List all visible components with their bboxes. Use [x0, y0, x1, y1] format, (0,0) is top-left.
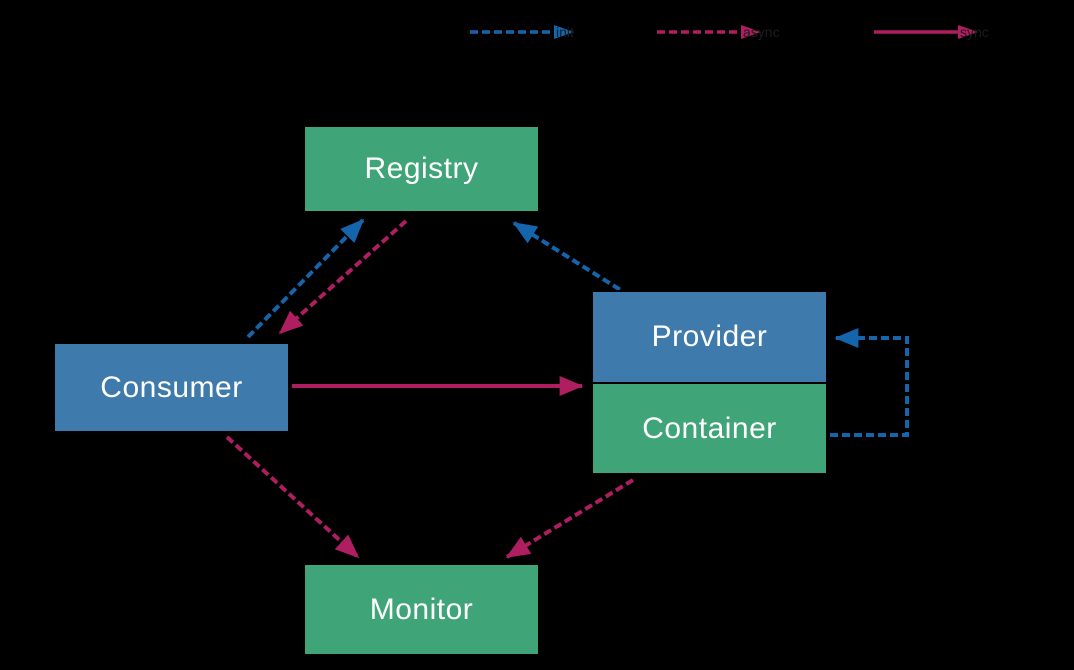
node-container-label: Container: [642, 411, 777, 445]
node-monitor: Monitor: [303, 563, 540, 656]
edge-provider-to-registry: [512, 221, 632, 298]
edge-consumer-to-monitor: [225, 435, 360, 559]
node-container: Container: [591, 382, 828, 475]
legend-label-init: init: [556, 24, 574, 40]
node-registry: Registry: [303, 125, 540, 213]
legend-item-init: init: [468, 22, 608, 42]
node-consumer-label: Consumer: [100, 370, 243, 404]
node-provider-label: Provider: [651, 320, 768, 353]
legend: init async sync: [0, 0, 1074, 60]
legend-label-sync: sync: [960, 24, 989, 40]
legend-item-sync: sync: [872, 22, 1012, 42]
edge-container-to-provider: [830, 328, 909, 437]
edge-registry-to-consumer: [278, 219, 408, 335]
legend-arrow-dashed-blue-icon: [470, 25, 574, 39]
legend-label-async: async: [743, 24, 780, 40]
node-monitor-label: Monitor: [369, 592, 474, 626]
edge-container-to-monitor: [505, 478, 635, 559]
node-provider: Provider: [591, 290, 828, 384]
legend-arrow-dashed-magenta-icon: [657, 25, 761, 39]
edge-consumer-to-registry: [246, 218, 365, 339]
legend-arrow-solid-magenta-icon: [874, 25, 978, 39]
node-registry-label: Registry: [364, 152, 479, 185]
legend-item-async: async: [655, 22, 795, 42]
node-consumer: Consumer: [53, 342, 290, 433]
